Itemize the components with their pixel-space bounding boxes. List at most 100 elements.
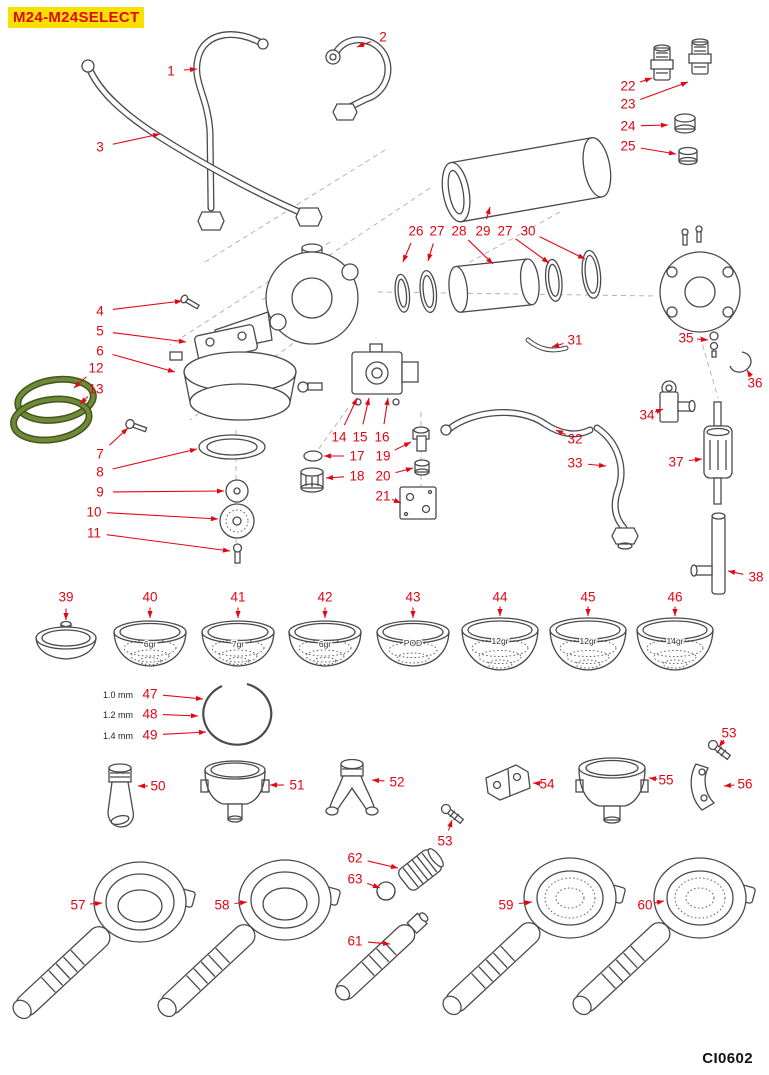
part-number-label: 32 xyxy=(567,432,582,447)
callout-arrowhead xyxy=(410,611,416,618)
part-number-label: 43 xyxy=(405,590,420,605)
part-number-label: 2 xyxy=(379,30,387,45)
part-number-label: 49 xyxy=(142,728,157,743)
part-number-label: 45 xyxy=(580,590,595,605)
part-number-label: 19 xyxy=(375,449,390,464)
part-number-label: 61 xyxy=(347,934,362,949)
tube-32-art xyxy=(440,409,594,438)
part-number-label: 4 xyxy=(96,304,104,319)
part-number-label: 40 xyxy=(142,590,157,605)
solenoid-valve-art xyxy=(351,343,419,406)
basket-capacity-label: 6gr xyxy=(319,639,331,649)
fitting-23-art xyxy=(688,38,712,75)
callout-arrow-line xyxy=(106,534,231,552)
callout-arrowhead xyxy=(390,863,398,869)
callout-arrowhead xyxy=(152,132,160,139)
flange-art xyxy=(659,225,741,333)
callout-arrowhead xyxy=(147,611,153,618)
clip-36-art xyxy=(729,351,752,373)
callout-arrowhead xyxy=(216,488,224,494)
part-number-label: 12 xyxy=(88,361,103,376)
callout-arrowhead xyxy=(405,467,413,473)
shower-stack-art xyxy=(198,434,266,564)
tube-31-art xyxy=(525,337,569,353)
callout-arrowhead xyxy=(94,900,102,907)
valve-34-art xyxy=(659,380,696,423)
basket-41-art xyxy=(201,620,275,667)
callout-arrowhead xyxy=(372,883,380,889)
callout-arrowhead xyxy=(552,342,560,348)
part-number-label: 53 xyxy=(437,834,452,849)
basket-43-art xyxy=(376,620,450,667)
part-number-label: 28 xyxy=(451,224,466,239)
callout-arrowhead xyxy=(541,256,549,263)
ball-63-art xyxy=(376,881,396,901)
hose-33-art xyxy=(593,424,639,550)
part-number-label: 52 xyxy=(389,775,404,790)
callout-arrow-line xyxy=(112,490,225,493)
basket-capacity-label: POD xyxy=(404,638,422,648)
part-number-label: 17 xyxy=(349,449,364,464)
callout-arrowhead xyxy=(660,122,668,128)
part-number-label: 10 xyxy=(86,505,101,520)
callout-arrow-line xyxy=(112,332,187,343)
callout-arrowhead xyxy=(80,397,87,404)
callout-arrowhead xyxy=(585,609,591,616)
gasket-thickness-label: 1.2 mm xyxy=(103,710,133,720)
part-number-label: 35 xyxy=(678,331,693,346)
handle-61-art xyxy=(334,912,429,1001)
callout-arrowhead xyxy=(189,66,197,73)
part-number-label: 31 xyxy=(567,333,582,348)
callout-arrowhead xyxy=(656,899,664,905)
wire-ring-art xyxy=(202,682,273,746)
spout-52-art xyxy=(325,758,379,816)
part-number-label: 27 xyxy=(497,224,512,239)
piston-stack-art xyxy=(394,249,602,314)
part-number-label: 51 xyxy=(289,778,304,793)
callout-arrowhead xyxy=(178,338,186,344)
portafilter-60-art xyxy=(572,857,756,1016)
callout-arrowhead xyxy=(700,336,708,342)
part-number-label: 9 xyxy=(96,485,104,500)
spout-55-art xyxy=(575,757,649,824)
gicleur-37-art xyxy=(703,401,733,505)
gasket-thickness-label: 1.0 mm xyxy=(103,690,133,700)
callout-arrow-line xyxy=(106,512,219,520)
callout-arrowhead xyxy=(447,820,453,828)
elbow-19-art xyxy=(412,426,430,452)
page-title: M24-M24SELECT xyxy=(8,7,145,28)
callout-arrowhead xyxy=(728,569,736,576)
basket-40-art xyxy=(113,620,187,667)
screw-53-top-art xyxy=(707,739,732,761)
callout-arrowhead xyxy=(485,207,491,215)
callout-arrowhead xyxy=(322,611,328,618)
portafilter-59-art xyxy=(442,857,626,1016)
callout-arrowhead xyxy=(649,776,657,782)
basket-capacity-label: 7gr xyxy=(232,639,244,649)
callout-arrowhead xyxy=(324,453,331,459)
callout-arrow-line xyxy=(112,448,198,470)
pipe-38-art xyxy=(690,512,726,595)
callout-arrowhead xyxy=(167,367,175,373)
callout-arrowhead xyxy=(556,430,564,436)
part-number-label: 57 xyxy=(70,898,85,913)
callout-arrowhead xyxy=(577,253,585,259)
group-gasket-art xyxy=(10,375,97,444)
sleeve-29-art xyxy=(441,137,612,223)
part-number-label: 8 xyxy=(96,465,104,480)
part-number-label: 56 xyxy=(737,777,752,792)
part-number-label: 16 xyxy=(374,430,389,445)
callout-arrowhead xyxy=(644,77,652,83)
callout-arrowhead xyxy=(384,398,390,406)
callout-arrowhead xyxy=(364,398,370,406)
part-number-label: 26 xyxy=(408,224,423,239)
part-number-label: 1 xyxy=(167,64,175,79)
callout-arrowhead xyxy=(486,257,493,264)
part-number-label: 3 xyxy=(96,140,104,155)
callout-arrowhead xyxy=(210,516,218,522)
part-number-label: 62 xyxy=(347,851,362,866)
pipe-2-art xyxy=(325,36,392,121)
part-number-label: 25 xyxy=(620,139,635,154)
